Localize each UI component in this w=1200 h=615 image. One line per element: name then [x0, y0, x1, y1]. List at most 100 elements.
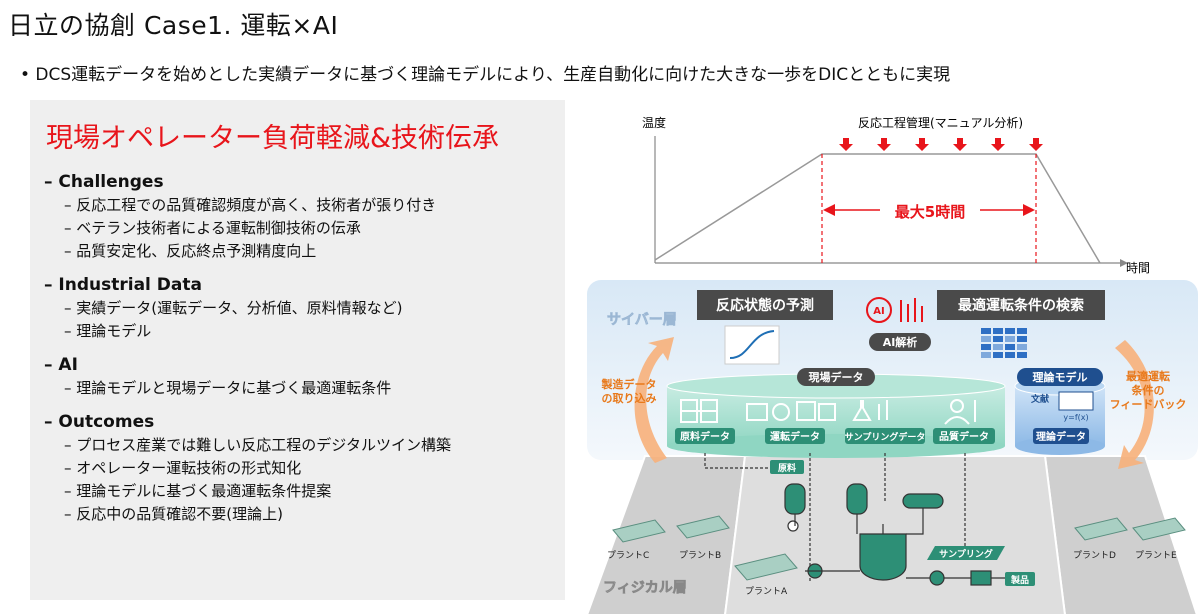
operation-data-tag [765, 428, 825, 444]
quality-data-icon [944, 399, 976, 425]
plant-a-rack-icon [734, 553, 798, 581]
sampling-tag [927, 546, 1005, 560]
plant-e-rack-icon [1132, 517, 1186, 541]
plant-platform-right [1043, 455, 1199, 615]
down-arrow-icon [839, 138, 853, 151]
cyber-physical-diagram: サイバー層 フィジカル層 製造データ の取り込み 最適運転 条件の フィードバッ… [585, 280, 1199, 615]
plant-b-rack-icon [676, 515, 730, 539]
field-data-label: 現場データ [809, 370, 864, 384]
theory-graph-icon [1058, 391, 1094, 411]
ai-badge-label: AI解析 [883, 335, 918, 349]
section-item: – 理論モデルに基づく最適運転条件提案 [64, 482, 332, 500]
chart-annotation: 反応工程管理(マニュアル分析) [858, 115, 1023, 130]
sampling-data-label: サンプリングデータ [845, 431, 926, 443]
section-title-challenges: – Challenges [44, 172, 164, 192]
sampling-label: サンプリング [939, 548, 993, 560]
chart-x-label: 時間 [1126, 261, 1150, 275]
section-item: – ベテラン技術者による運転制御技術の伝承 [64, 219, 361, 237]
section-item: – 理論モデルと現場データに基づく最適運転条件 [64, 379, 392, 397]
valve-icon [787, 520, 799, 532]
section-item: – プロセス産業では難しい反応工程のデジタルツイン構築 [64, 436, 451, 454]
section-item: – 反応中の品質確認不要(理論上) [64, 505, 283, 523]
pipe-lines [794, 508, 1005, 579]
plant-c-rack-icon [612, 519, 666, 543]
quality-data-tag [933, 428, 995, 444]
section-item: – 理論モデル [64, 322, 152, 340]
condenser-icon [902, 493, 944, 509]
theory-model-label: 理論モデル [1033, 370, 1088, 384]
raw-material-tag [770, 460, 804, 474]
down-arrow-icon [991, 138, 1005, 151]
down-arrow-icon [877, 138, 891, 151]
section-item: – 品質安定化、反応終点予測精度向上 [64, 242, 317, 260]
ai-badge [869, 333, 931, 351]
right-arrow-label-1: 最適運転 [1126, 369, 1170, 383]
plant-c-label: プラントC [607, 550, 649, 561]
ai-head-icon [866, 297, 892, 323]
import-arrow-icon [634, 337, 674, 463]
section-item: – オペレーター運転技術の形式知化 [64, 459, 302, 477]
section-title-ai: – AI [44, 355, 78, 375]
plant-d-label: プラントD [1073, 550, 1116, 561]
product-tank-icon [970, 570, 992, 586]
plant-e-label: プラントE [1135, 550, 1177, 561]
analysis-bars-icon [900, 298, 923, 322]
chart-x-arrowhead [1120, 259, 1128, 267]
plant-platform-left [585, 455, 747, 615]
cyber-layer-label: サイバー層 [607, 312, 677, 328]
product-label: 製品 [1010, 574, 1029, 586]
down-arrow-icon [953, 138, 967, 151]
product-tag [1005, 572, 1035, 586]
raw-material-label: 原料 [778, 462, 796, 474]
slide-title: 日立の協創 Case1. 運転×AI [8, 11, 339, 40]
section-item: – 実績データ(運転データ、分析値、原料情報など) [64, 299, 403, 317]
operation-data-label: 運転データ [770, 430, 820, 443]
operation-data-icon [746, 401, 836, 421]
dashed-data-lines [704, 453, 966, 581]
raw-data-label: 原料データ [680, 430, 730, 443]
raw-tank-2-icon [846, 483, 868, 515]
right-arrow-label-3: フィードバック [1110, 398, 1187, 411]
temperature-profile [654, 153, 1101, 264]
section-item: – 反応工程での品質確認頻度が高く、技術者が張り付き [64, 196, 437, 214]
raw-data-tag [675, 428, 735, 444]
section-title-industrial-data: – Industrial Data [44, 275, 202, 295]
predict-box-label: 反応状態の予測 [716, 297, 814, 314]
manual-analysis-arrows [839, 138, 1043, 151]
left-arrow-label-1: 製造データ [601, 377, 657, 391]
left-panel: 現場オペレーター負荷軽減&技術伝承 – Challenges – 反応工程での品… [30, 100, 565, 600]
left-arrow-label-2: の取り込み [602, 391, 657, 405]
theory-data-tag [1033, 428, 1089, 444]
chart-y-label: 温度 [642, 115, 666, 130]
raw-tank-1-icon [784, 483, 806, 515]
duration-label: 最大5時間 [895, 203, 965, 221]
plant-d-rack-icon [1074, 517, 1128, 541]
theory-model-badge [1017, 368, 1103, 386]
plant-a-label: プラントA [745, 586, 788, 597]
process-equipment [784, 483, 1005, 586]
sampling-data-icon [852, 400, 888, 421]
sections-list: – Challenges – 反応工程での品質確認頻度が高く、技術者が張り付き … [44, 170, 554, 526]
theory-data-label: 理論データ [1036, 430, 1086, 443]
right-arrow-label-2: 条件の [1131, 383, 1165, 397]
sampling-data-tag [845, 428, 925, 444]
down-arrow-icon [1029, 138, 1043, 151]
plant-racks [612, 515, 1186, 581]
plant-b-label: プラントB [679, 550, 721, 561]
formula-label: y=f(x) [1063, 413, 1088, 422]
search-box [937, 290, 1105, 320]
search-box-label: 最適運転条件の検索 [958, 297, 1084, 314]
slide-subtitle: • DCS運転データを始めとした実績データに基づく理論モデルにより、生産自動化に… [20, 65, 951, 85]
search-grid-icon [981, 328, 1027, 358]
raw-data-icon [680, 399, 718, 423]
literature-label: 文献 [1030, 393, 1049, 405]
pump-right-icon [929, 570, 945, 586]
physical-layer-label: フィジカル層 [603, 580, 687, 596]
reactor-vessel-icon [859, 533, 907, 581]
panel-heading: 現場オペレーター負荷軽減&技術伝承 [46, 123, 500, 154]
ai-icon-label: AI [873, 306, 884, 317]
predict-box [697, 290, 833, 320]
down-arrow-icon [915, 138, 929, 151]
s-curve-line [729, 330, 775, 359]
quality-data-label: 品質データ [939, 430, 989, 443]
